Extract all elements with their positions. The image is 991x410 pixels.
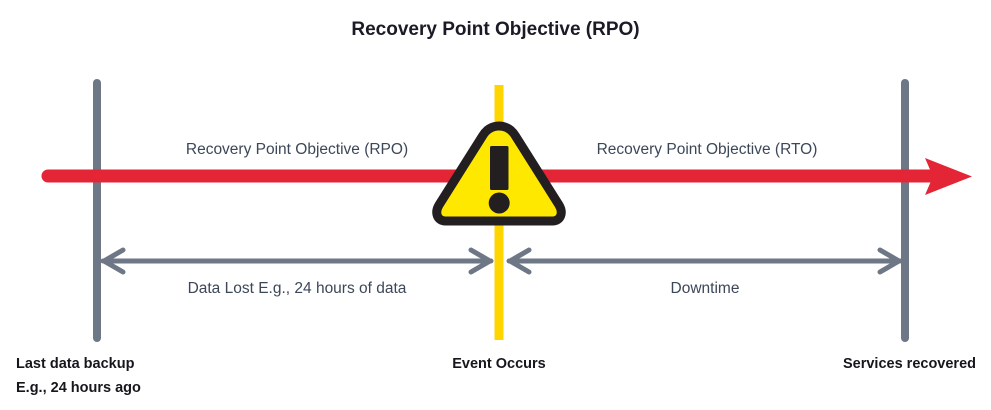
measure-arrow-data-lost-head-left xyxy=(101,247,126,275)
measure-arrow-downtime-head-right xyxy=(877,247,902,275)
diagram-title: Recovery Point Objective (RPO) xyxy=(351,19,639,40)
measure-arrow-downtime-head-left xyxy=(507,247,532,275)
milestone-label-services-recovered: Services recovered xyxy=(843,356,976,372)
phase-label-rto: Recovery Point Objective (RTO) xyxy=(597,141,818,158)
exclamation-bar xyxy=(490,146,509,190)
phase-label-rpo: Recovery Point Objective (RPO) xyxy=(186,141,408,158)
measure-arrow-data-lost-head-right xyxy=(468,247,493,275)
exclamation-dot xyxy=(488,192,510,214)
measure-label-data-lost: Data Lost E.g., 24 hours of data xyxy=(188,280,407,297)
measure-arrow-downtime xyxy=(506,247,903,275)
arrow-right-icon xyxy=(925,158,972,195)
milestone-label-last-backup-line1: Last data backup xyxy=(16,356,135,372)
milestone-label-last-backup-line2: E.g., 24 hours ago xyxy=(16,380,141,396)
warning-triangle-icon xyxy=(432,121,566,226)
milestone-label-event-occurs: Event Occurs xyxy=(452,356,546,372)
measure-arrow-data-lost xyxy=(100,247,494,275)
measure-label-downtime: Downtime xyxy=(671,280,740,297)
